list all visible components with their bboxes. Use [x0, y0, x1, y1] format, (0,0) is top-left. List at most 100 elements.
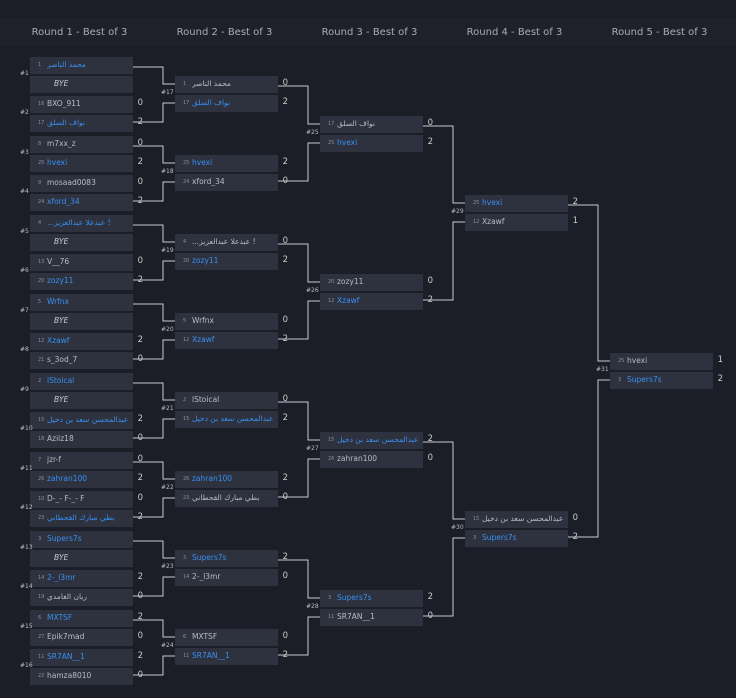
player-card[interactable] — [175, 392, 278, 409]
player-card[interactable] — [30, 412, 133, 429]
player-name[interactable]: محمد الناصر — [47, 60, 86, 69]
player-card[interactable] — [465, 511, 568, 528]
player-name[interactable]: hvexi — [627, 356, 648, 365]
player-card[interactable] — [320, 116, 423, 133]
player-name[interactable]: BXO_911 — [47, 99, 81, 108]
player-card[interactable] — [175, 95, 278, 112]
player-name[interactable]: zahran100 — [337, 454, 378, 463]
player-name[interactable]: Supers7s — [482, 533, 517, 542]
player-card[interactable] — [30, 234, 133, 251]
player-card[interactable] — [30, 136, 133, 153]
player-name[interactable]: xford_34 — [47, 197, 80, 206]
player-name[interactable]: عبدالمحسن سعد بن دخيل — [47, 415, 129, 424]
player-card[interactable] — [175, 253, 278, 270]
player-name[interactable]: نواف السلق — [192, 98, 231, 107]
player-card[interactable] — [175, 569, 278, 586]
player-name[interactable]: Xzawf — [47, 336, 70, 345]
player-card[interactable] — [465, 530, 568, 547]
player-card[interactable] — [30, 510, 133, 527]
player-card[interactable] — [175, 174, 278, 191]
player-name[interactable]: Xzawf — [482, 217, 505, 226]
player-name[interactable]: zahran100 — [47, 474, 88, 483]
player-name[interactable]: mosaad0083 — [47, 178, 96, 187]
player-card[interactable] — [30, 215, 133, 232]
player-name[interactable]: hvexi — [482, 198, 503, 207]
player-card[interactable] — [320, 451, 423, 468]
player-card[interactable] — [30, 649, 133, 666]
player-name[interactable]: عبدالمحسن سعد بن دخيل — [337, 435, 419, 444]
player-name[interactable]: xford_34 — [192, 177, 225, 186]
player-name[interactable]: محمد الناصر — [192, 79, 231, 88]
player-card[interactable] — [30, 392, 133, 409]
player-card[interactable] — [30, 589, 133, 606]
player-card[interactable] — [30, 273, 133, 290]
player-card[interactable] — [175, 471, 278, 488]
player-card[interactable] — [320, 293, 423, 310]
player-card[interactable] — [465, 195, 568, 212]
player-card[interactable] — [30, 629, 133, 646]
player-name[interactable]: lStoical — [47, 376, 75, 385]
player-name[interactable]: hvexi — [192, 158, 213, 167]
player-name[interactable]: lStoical — [192, 395, 220, 404]
player-card[interactable] — [175, 234, 278, 251]
player-name[interactable]: zozy11 — [192, 256, 219, 265]
player-name[interactable]: عبدالمحسن سعد بن دخيل — [192, 414, 274, 423]
player-card[interactable] — [175, 411, 278, 428]
player-name[interactable]: SR7AN__1 — [47, 652, 85, 661]
player-name[interactable]: بطي مبارك القحطاني — [47, 513, 115, 522]
player-card[interactable] — [465, 214, 568, 231]
player-card[interactable] — [30, 96, 133, 113]
player-name[interactable]: Supers7s — [192, 553, 227, 562]
player-name[interactable]: hvexi — [47, 158, 68, 167]
player-card[interactable] — [30, 570, 133, 587]
player-name[interactable]: 2-_l3mr — [47, 573, 76, 582]
player-name[interactable]: jzr-f — [47, 455, 61, 464]
player-name[interactable]: V__76 — [47, 257, 70, 266]
player-card[interactable] — [30, 57, 133, 74]
player-card[interactable] — [30, 668, 133, 685]
player-card[interactable] — [30, 471, 133, 488]
player-name[interactable]: zozy11 — [47, 276, 74, 285]
player-name[interactable]: D-_- F-_- F — [47, 494, 85, 503]
player-card[interactable] — [320, 135, 423, 152]
player-card[interactable] — [175, 313, 278, 330]
player-card[interactable] — [30, 254, 133, 271]
player-card[interactable] — [175, 155, 278, 172]
match-m19-slot-a[interactable]: 4...عبدعلا عبدالعزيز !0 — [175, 234, 333, 251]
player-name[interactable]: hvexi — [337, 138, 358, 147]
player-card[interactable] — [175, 76, 278, 93]
match-m7-slot-b[interactable]: BYE — [30, 313, 188, 330]
player-name[interactable]: 2-_l3mr — [192, 572, 221, 581]
player-card[interactable] — [175, 629, 278, 646]
player-card[interactable] — [30, 333, 133, 350]
